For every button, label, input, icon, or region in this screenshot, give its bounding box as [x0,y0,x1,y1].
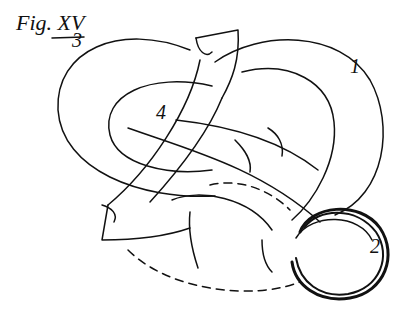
band-end [102,205,115,222]
part-number: 4 [156,102,166,122]
band-crossing [235,140,250,172]
lower-strand [172,195,272,230]
band-middle [128,128,320,222]
band-edge [196,38,212,54]
band-middle [176,120,318,170]
loop-inner [109,82,212,172]
lower-dashed [210,183,290,210]
band-edge [150,98,222,202]
lower-dashed [128,250,300,291]
band-edge [196,30,238,98]
loop-outer [58,39,215,196]
bold-loop [292,209,388,299]
band-crossing [268,128,282,156]
lower-strand [262,240,272,272]
part-number: 1 [350,56,360,76]
lower-strand [189,212,198,268]
bold-loop [296,213,383,295]
part-number: 3 [72,30,82,50]
part-number: 2 [370,236,380,256]
bold-loop [296,219,372,240]
band-edge [108,60,200,205]
loop-outer [215,40,383,215]
band-end [102,205,190,240]
